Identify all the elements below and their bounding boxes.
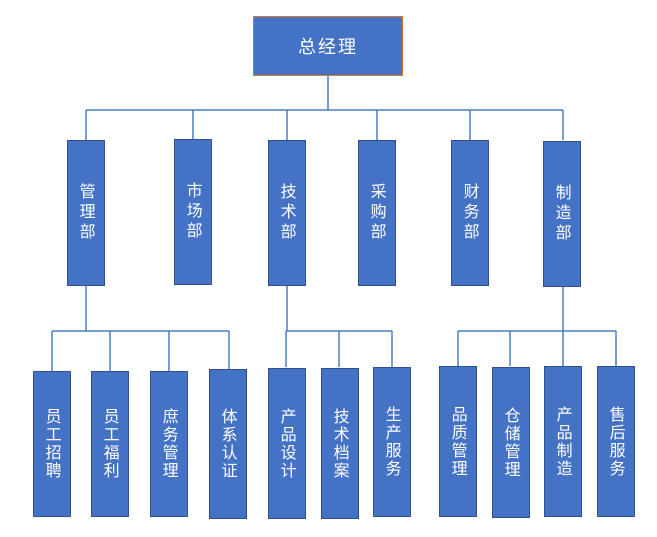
child-node-product-manufacturing: 产品制造 [544, 366, 582, 517]
child-node-general-affairs: 庶务管理 [150, 371, 188, 517]
child-node-employee-welfare: 员工福利 [91, 371, 129, 517]
department-node-management: 管理部 [67, 140, 105, 286]
child-node-after-sales-service: 售后服务 [597, 366, 635, 517]
child-node-quality-management: 品质管理 [439, 366, 477, 517]
child-node-employee-recruitment: 员工招聘 [33, 371, 71, 517]
department-node-marketing: 市场部 [174, 139, 212, 285]
department-node-technology: 技术部 [268, 140, 306, 286]
child-node-warehouse-management: 仓储管理 [492, 367, 530, 518]
department-node-finance: 财务部 [451, 140, 489, 286]
child-node-product-design: 产品设计 [268, 368, 306, 519]
department-node-manufacturing: 制造部 [543, 141, 581, 287]
child-node-system-certification: 体系认证 [209, 369, 247, 519]
child-node-technical-archives: 技术档案 [321, 368, 359, 519]
root-node-general-manager: 总经理 [253, 16, 403, 76]
department-node-procurement: 采购部 [358, 140, 396, 286]
child-node-production-service: 生产服务 [373, 367, 411, 517]
